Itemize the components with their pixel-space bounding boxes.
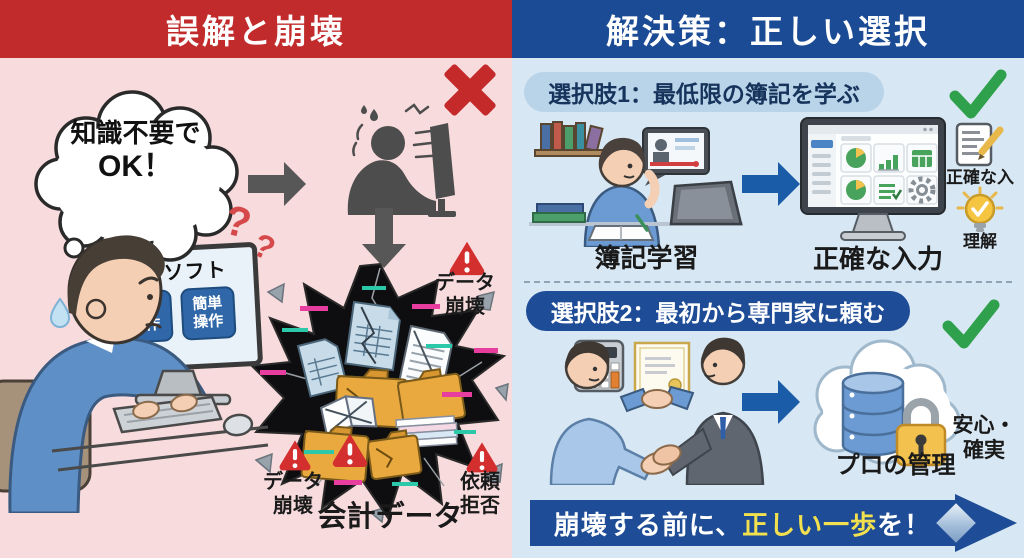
section-divider [524, 281, 1012, 283]
left-header-title: 誤解と崩壊 [166, 13, 346, 50]
lock-shackle [903, 398, 939, 425]
x-mark-icon [444, 64, 496, 116]
safe-reliable-label: 安心・ 確実 [952, 414, 1016, 462]
arrow-right-icon-option2 [742, 380, 800, 424]
check-icon-option1 [949, 66, 1007, 120]
request-refused-label: 依頼 拒否 [460, 471, 500, 517]
solution-panel: 解決策：正しい選択 選択肢1：最低限の簿記を学ぶ [512, 0, 1024, 558]
study-label: 簿記学習 [594, 243, 699, 273]
lightbulb-icon [956, 186, 1004, 232]
right-header-title: 解決策：正しい選択 [606, 13, 930, 50]
accounting-data-caption: 会計データ [317, 501, 463, 533]
pro-management-label: プロの管理 [835, 452, 956, 479]
warning-icon-bottom-right [466, 442, 498, 473]
handshake-expert-illustration [549, 337, 765, 485]
option1-pill: 選択肢1：最低限の簿記を学ぶ [524, 72, 884, 112]
warning-icon-bottom-left [279, 440, 311, 471]
dashboard-monitor-illustration [800, 117, 946, 241]
left-header: 誤解と崩壊 [0, 0, 512, 58]
bookkeeping-study-illustration [529, 121, 743, 247]
accurate-note-label: 正確な入 [946, 168, 1014, 187]
stressed-person-icon [347, 103, 456, 217]
data-crash-label-bottom: データ 崩壊 [263, 471, 323, 517]
call-to-action-banner: 崩壊する前に、正しい一歩を！ [530, 500, 955, 546]
data-crash-label-top: データ 崩壊 [435, 272, 495, 318]
check-icon-option2 [942, 296, 1000, 350]
banner-text-pre: 崩壊する前に、 [553, 509, 743, 540]
worried-user-illustration [0, 235, 269, 513]
banner-text-highlight: 正しい一歩 [742, 509, 878, 540]
thought-bubble-text: 知識不要で OK！ [70, 118, 201, 183]
right-header: 解決策：正しい選択 [512, 0, 1024, 58]
arrow-right-icon [248, 162, 306, 206]
arrow-right-icon-option1 [742, 162, 800, 206]
data-crash-hole-illustration [249, 262, 509, 524]
banner-text-post: を！ [877, 509, 932, 540]
option2-pill: 選択肢2：最初から専門家に頼む [526, 291, 910, 331]
note-pencil-icon [955, 122, 1004, 167]
misunderstanding-panel: 誤解と崩壊 知識不要で OK！ [0, 0, 512, 558]
understanding-label: 理解 [963, 232, 997, 251]
accurate-input-label: 正確な入力 [812, 244, 943, 274]
cloud-database-lock-illustration [813, 339, 961, 467]
